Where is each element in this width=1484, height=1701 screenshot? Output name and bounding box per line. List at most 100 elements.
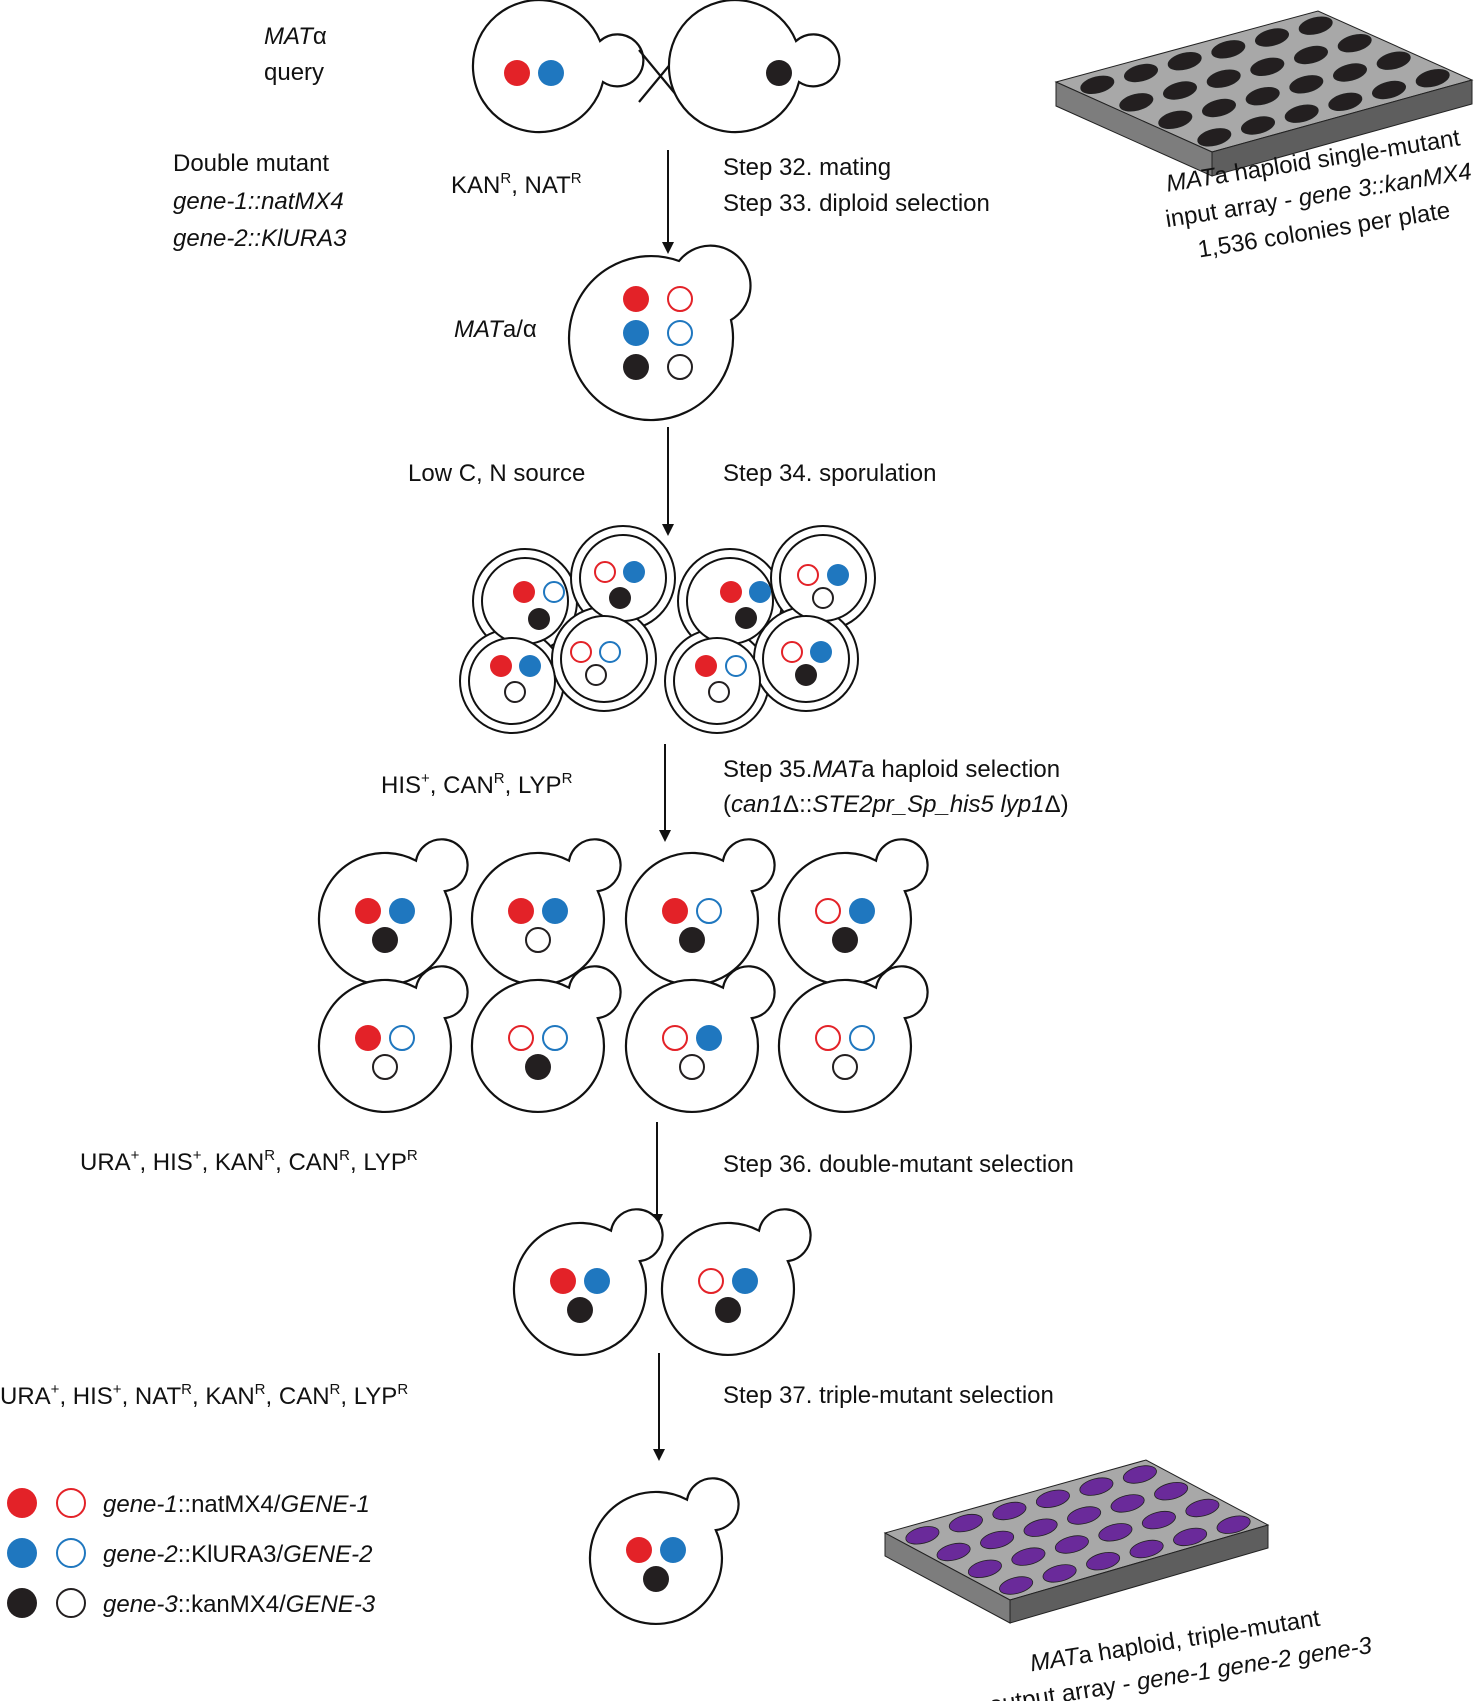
gene3-mutant-allele (766, 60, 792, 86)
gene2-wildtype-allele (542, 1025, 568, 1051)
plate-well (1211, 40, 1246, 59)
step-34-label: Step 34. sporulation (723, 460, 936, 487)
plate-well (1376, 51, 1411, 70)
gene1-wildtype-allele (667, 286, 693, 312)
gene2-mutant-allele (542, 898, 568, 924)
plate-well (980, 1530, 1015, 1550)
plate-well (1154, 1482, 1189, 1501)
gene1-mutant-allele (490, 655, 512, 677)
triple-mutant-cell (588, 1477, 740, 1625)
plate-well (1129, 1539, 1164, 1559)
gene3-wildtype-allele (708, 681, 730, 703)
step-32-label: Step 32. mating (723, 154, 891, 181)
gene2-mutant-allele (519, 655, 541, 677)
output-plate-side (1009, 1524, 1269, 1624)
plate-well (967, 1559, 1002, 1578)
gene3-wildtype-allele (372, 1054, 398, 1080)
gene3-mutant-allele (715, 1297, 741, 1323)
allele-legend: gene-1::natMX4/GENE-1gene-2::KlURA3/GENE… (7, 1488, 376, 1618)
gene3-mutant-allele (795, 664, 817, 686)
plate-well (1158, 110, 1193, 129)
step-37-label: Step 37. triple-mutant selection (723, 1382, 1054, 1409)
plate-well (1185, 1498, 1220, 1518)
tetrad-right (664, 525, 876, 734)
plate-well (1011, 1547, 1046, 1566)
legend-row-gene3: gene-3::kanMX4/GENE-3 (7, 1588, 376, 1618)
output-plate-wells (905, 1465, 1251, 1595)
gene1-mutant-allele (550, 1268, 576, 1294)
spore (686, 557, 774, 645)
plate-well (1240, 116, 1276, 135)
haploid-cell (624, 838, 776, 986)
plate-well (1141, 1510, 1176, 1530)
gene2-mutant-allele (660, 1537, 686, 1563)
haploid-cell (470, 838, 622, 986)
plate-well (1289, 75, 1324, 94)
gene3-wildtype-allele (832, 1054, 858, 1080)
plate-well (1293, 45, 1329, 65)
plate-well (1119, 93, 1154, 112)
array-cell-body (667, 0, 841, 134)
plate-well (1035, 1489, 1070, 1508)
plate-well (1328, 92, 1363, 111)
plate-well (1054, 1535, 1089, 1554)
gene1-mutant-allele (508, 898, 534, 924)
gene2-wildtype-allele (696, 898, 722, 924)
gene3-wildtype-allele (525, 927, 551, 953)
gene3-wildtype-swatch (56, 1588, 86, 1618)
gene1-mutant-allele (355, 1025, 381, 1051)
legend-row-gene1: gene-1::natMX4/GENE-1 (7, 1488, 370, 1518)
plate-well (1201, 98, 1237, 118)
legend-label-gene3: gene-3::kanMX4/GENE-3 (103, 1591, 376, 1618)
haploid-cell (588, 1477, 740, 1625)
plate-well (1206, 69, 1241, 88)
gene1-wildtype-swatch (56, 1488, 86, 1518)
tetrad-left (459, 525, 676, 734)
input-array-plate (1054, 10, 1474, 177)
step-36-label: Step 36. double-mutant selection (723, 1151, 1074, 1178)
gene3-mutant-swatch (7, 1588, 37, 1618)
gene2-wildtype-allele (849, 1025, 875, 1051)
gene3-wildtype-allele (504, 681, 526, 703)
spore (762, 615, 850, 703)
gene2-wildtype-allele (543, 581, 565, 603)
plate-well (905, 1526, 940, 1545)
gene2-mutant-allele (584, 1268, 610, 1294)
plate-well (1173, 1527, 1208, 1547)
gene3-wildtype-allele (812, 587, 834, 609)
gene3-mutant-allele (832, 927, 858, 953)
gene2-mutant-allele (849, 898, 875, 924)
gene2-mutant-allele (623, 320, 649, 346)
gene2-mutant-allele (827, 564, 849, 586)
output-array-plate (883, 1459, 1270, 1624)
query-cell (471, 0, 645, 134)
gene1-wildtype-allele (662, 1025, 688, 1051)
gene2-mutant-allele (732, 1268, 758, 1294)
haploid-cell (512, 1208, 664, 1356)
gene2-mutant-swatch (7, 1538, 37, 1568)
input-plate-wells (1080, 16, 1450, 147)
gene1-mutant-allele (626, 1537, 652, 1563)
gene3-mutant-allele (623, 354, 649, 380)
gene1-mutant-allele (504, 60, 530, 86)
plate-well (999, 1576, 1034, 1595)
plate-well (1298, 16, 1333, 35)
haploid-cell (470, 965, 622, 1113)
plate-well (1086, 1552, 1121, 1571)
gene2-mutant-allele (696, 1025, 722, 1051)
haploid-cell (317, 838, 469, 986)
selection-markers-step-35: HIS+, CANR, LYPR (381, 770, 573, 799)
plate-well (1123, 63, 1159, 83)
gene1-wildtype-allele (781, 641, 803, 663)
spore (560, 615, 648, 703)
gene2-mutant-allele (389, 898, 415, 924)
plate-well (1254, 28, 1290, 47)
query-label: query (264, 59, 324, 86)
step-35-sublabel: (can1Δ::STE2pr_Sp_his5 lyp1Δ) (723, 791, 1069, 818)
diploid-cell (567, 244, 752, 422)
gene1-wildtype-allele (797, 564, 819, 586)
gene1-mutant-allele (662, 898, 688, 924)
double-mutant-progeny (512, 1208, 812, 1356)
plate-well (1042, 1564, 1077, 1583)
